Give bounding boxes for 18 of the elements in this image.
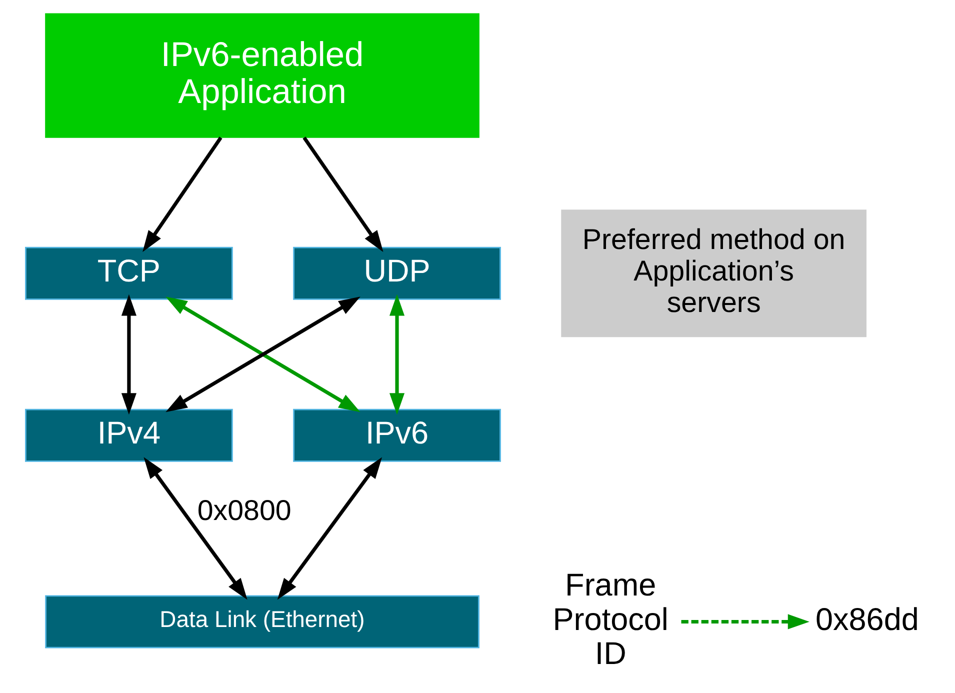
node-box: IPv6 (292, 408, 500, 462)
node-box: UDP (292, 246, 500, 300)
node-box: IPv4 (24, 408, 232, 462)
arrow (142, 136, 222, 252)
node-box: Preferred method on Application’s servers (560, 210, 866, 338)
arrow (120, 294, 136, 415)
arrow (276, 457, 382, 600)
arrow (143, 457, 247, 600)
arrow (388, 294, 404, 415)
arrow (302, 136, 383, 252)
node-box: TCP (24, 246, 232, 300)
node-box: IPv6-enabled Application (44, 13, 479, 138)
node-box: Data Link (Ethernet) (44, 595, 479, 648)
node-text: Frame Protocol ID (552, 566, 668, 672)
arrow (680, 614, 809, 630)
edge-label: 0x0800 (196, 494, 291, 527)
node-text: 0x86dd (814, 600, 918, 637)
arrow (165, 296, 360, 412)
